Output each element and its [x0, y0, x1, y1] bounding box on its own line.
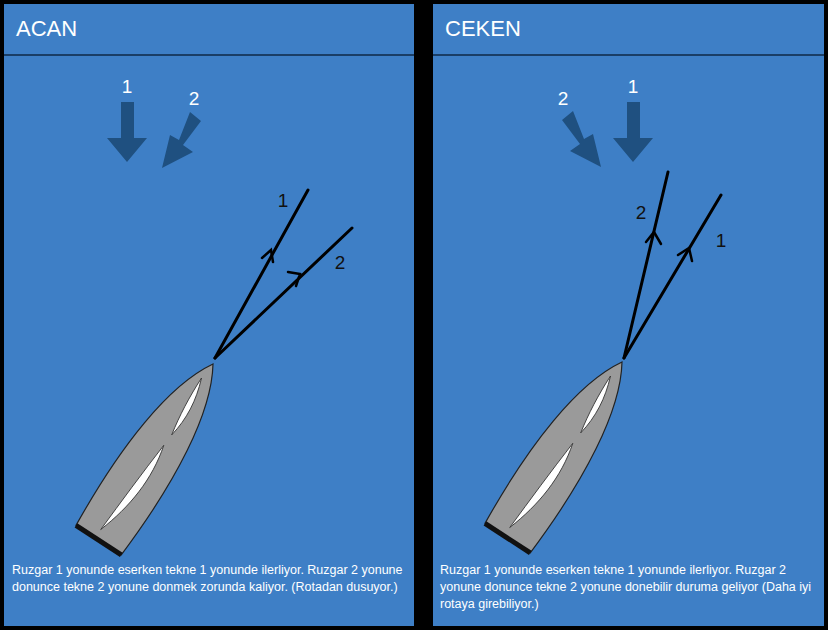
panel-header: CEKEN [433, 4, 824, 54]
course-number: 2 [636, 203, 647, 222]
wind-number: 1 [628, 77, 639, 96]
panel-title: CEKEN [445, 16, 812, 42]
wind-number: 2 [558, 89, 569, 108]
wind-number: 1 [122, 77, 133, 96]
panel-title: ACAN [16, 16, 402, 42]
wind-number: 2 [189, 89, 200, 108]
panel-header: ACAN [4, 4, 414, 54]
caption-note: Ruzgar 1 yonunde eserken tekne 1 yonunde… [12, 562, 410, 596]
course-number: 2 [335, 253, 346, 272]
course-number: 1 [716, 231, 727, 250]
course-number: 1 [278, 191, 289, 210]
caption-note: Ruzgar 1 yonunde eserken tekne 1 yonunde… [440, 562, 820, 613]
